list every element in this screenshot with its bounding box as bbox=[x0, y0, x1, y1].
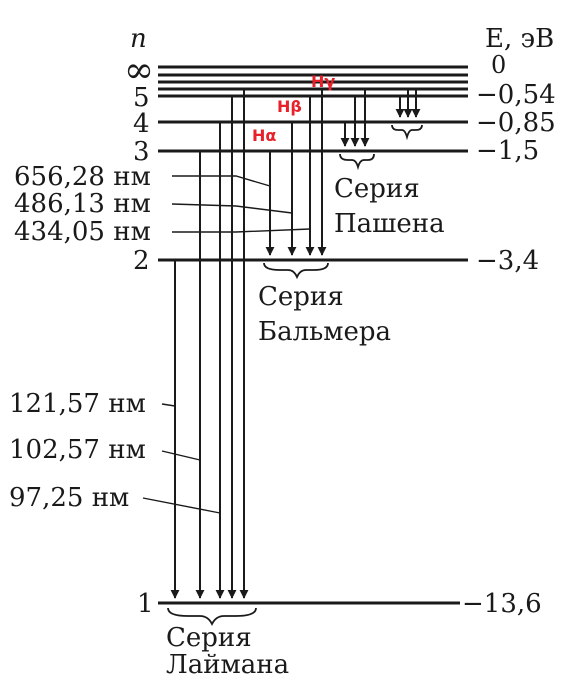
level-n-label: 1 bbox=[137, 589, 154, 619]
balmer-wavelength-label: 656,28 нм bbox=[14, 162, 151, 192]
lyman-wavelength-label: 97,25 нм bbox=[9, 483, 129, 513]
paschen-series-label-2: Пашена bbox=[334, 209, 445, 239]
brackett-brace bbox=[391, 124, 423, 141]
h-alpha-label: Hα bbox=[252, 126, 276, 145]
level-n-label: 5 bbox=[133, 83, 150, 113]
level-energy-label: −1,5 bbox=[476, 136, 539, 166]
lyman-wavelength-label: 121,57 нм bbox=[9, 389, 146, 419]
paschen-series-label: Серия bbox=[334, 174, 420, 204]
level-energy-label: −0,54 bbox=[476, 80, 556, 110]
paschen-arrows bbox=[340, 89, 370, 147]
lyman-leader-lines bbox=[142, 403, 221, 514]
lyman-arrows bbox=[170, 89, 249, 599]
balmer-arrows bbox=[265, 89, 327, 256]
level-2: 2 −3,4 bbox=[133, 246, 539, 276]
h-beta-label: Hβ bbox=[277, 97, 302, 116]
level-3: 3 −1,5 bbox=[133, 136, 539, 167]
paschen-brace bbox=[339, 153, 375, 171]
h-gamma-label: Hγ bbox=[311, 72, 335, 91]
brackett-arrows bbox=[395, 89, 421, 118]
level-n-label: ∞ bbox=[124, 50, 154, 91]
lyman-series-label-2: Лаймана bbox=[166, 650, 289, 680]
balmer-wavelength-label: 486,13 нм bbox=[14, 189, 151, 219]
lyman-series-label: Серия bbox=[166, 623, 252, 653]
level-n-label: 3 bbox=[133, 137, 150, 167]
level-energy-label: 0 bbox=[491, 51, 506, 79]
balmer-series-label: Серия bbox=[258, 282, 344, 312]
lyman-brace bbox=[167, 607, 257, 627]
level-energy-label: −3,4 bbox=[476, 246, 539, 276]
lyman-wavelength-label: 102,57 нм bbox=[9, 435, 146, 465]
level-n-label: 4 bbox=[133, 109, 150, 139]
balmer-brace bbox=[263, 262, 329, 280]
balmer-leader-lines bbox=[171, 175, 311, 233]
level-energy-label: −13,6 bbox=[462, 589, 542, 619]
balmer-wavelength-label: 434,05 нм bbox=[14, 217, 151, 247]
series-braces bbox=[167, 124, 423, 627]
level-1: 1 −13,6 bbox=[137, 589, 542, 619]
n-axis-label: n bbox=[130, 24, 147, 54]
level-4: 4 −0,85 bbox=[133, 108, 556, 139]
balmer-series-label-2: Бальмера bbox=[258, 317, 391, 347]
level-n-label: 2 bbox=[133, 246, 150, 276]
energy-axis-label: E, эВ bbox=[485, 24, 554, 54]
level-energy-label: −0,85 bbox=[476, 108, 556, 138]
